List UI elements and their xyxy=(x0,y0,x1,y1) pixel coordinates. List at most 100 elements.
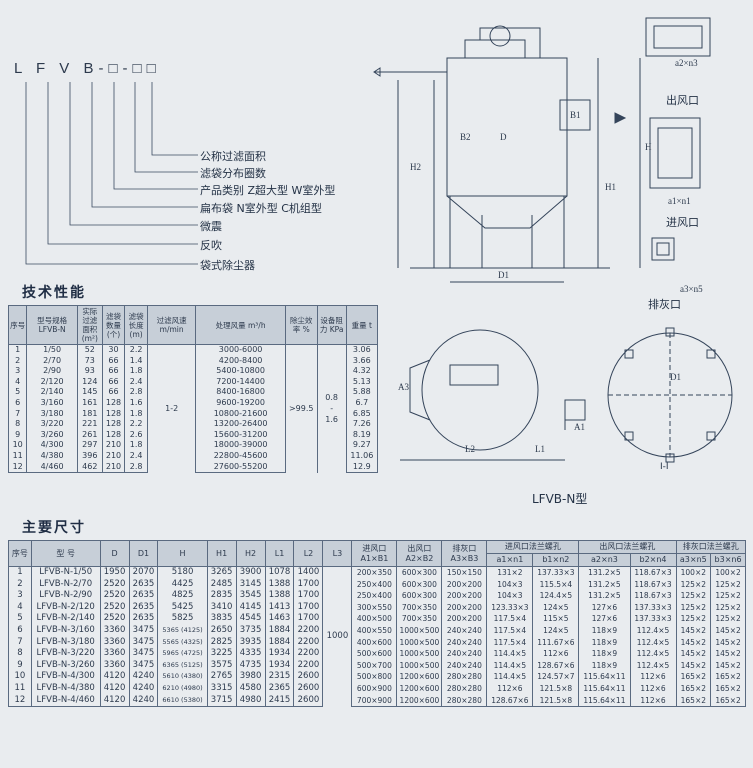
tech-cell: 8 xyxy=(7,419,28,430)
dims-cell: 145×2 xyxy=(675,659,712,672)
dims-cell: 4120 xyxy=(99,682,130,695)
dims-cell: 131.2×5 xyxy=(578,566,631,579)
tech-cell: 7.26 xyxy=(345,419,379,430)
dims-cell: 112×6 xyxy=(532,648,580,660)
dims-cell: 4 xyxy=(8,601,32,614)
svg-text:L1: L1 xyxy=(535,444,545,454)
tech-cell: 128 xyxy=(101,408,126,420)
dims-cell: 118×9 xyxy=(578,648,631,660)
dims-cell: 118×9 xyxy=(578,636,631,649)
tech-cell: 18000-39000 xyxy=(195,440,286,451)
dims-cell: 124×5 xyxy=(532,624,580,637)
tech-cell: 66 xyxy=(101,366,126,377)
tech-header: 设备阻力 KPa xyxy=(316,305,347,345)
dims-cell: 200×350 xyxy=(351,566,398,579)
resistance-cell: 0.8-1.6 xyxy=(316,344,347,473)
dims-cell: LFVB-N-3/180 xyxy=(30,636,101,649)
inlet-label: 进风口 xyxy=(666,216,699,229)
dims-header: b2×n4 xyxy=(629,553,677,567)
dims-cell: 112×6 xyxy=(629,671,677,683)
dims-cell: 2635 xyxy=(128,578,159,591)
speed-cell: 1-2 xyxy=(146,344,197,473)
dims-cell: 112.4×5 xyxy=(629,624,677,637)
dims-cell: 124×5 xyxy=(532,601,580,614)
tech-cell: 128 xyxy=(101,429,126,441)
svg-text:D: D xyxy=(500,132,507,142)
dims-cell: 114.4×5 xyxy=(486,659,534,672)
section-label: I-I xyxy=(660,462,669,472)
tech-cell: 5400-10800 xyxy=(195,366,286,377)
dims-cell: LFVB-N-2/70 xyxy=(30,578,101,591)
dims-header: 排灰口 A3×B3 xyxy=(441,540,488,567)
efficiency-cell: >99.5 xyxy=(284,344,318,473)
dims-cell: 100×2 xyxy=(710,566,746,579)
tech-cell: 13200-26400 xyxy=(195,419,286,430)
dims-cell: 2635 xyxy=(128,590,159,602)
dims-title: 主要尺寸 xyxy=(22,520,86,536)
dims-header: H2 xyxy=(235,540,266,567)
dims-cell: 280×280 xyxy=(441,671,488,683)
dims-cell: 2635 xyxy=(128,601,159,614)
dims-cell: 1200×600 xyxy=(396,694,443,708)
dims-cell: 250×400 xyxy=(351,578,398,591)
svg-text:A3: A3 xyxy=(398,382,409,392)
tech-cell: 210 xyxy=(101,440,126,451)
tech-cell: 462 xyxy=(76,461,103,474)
dims-header: H1 xyxy=(206,540,237,567)
tech-cell: 2.4 xyxy=(124,376,148,388)
tech-cell: 9 xyxy=(7,429,28,441)
dims-cell: 2520 xyxy=(99,590,130,602)
dims-cell: 4580 xyxy=(235,682,266,695)
dims-cell: 6210 (4980) xyxy=(157,682,208,695)
tech-cell: 73 xyxy=(76,355,103,367)
dims-cell: 125×2 xyxy=(710,578,746,591)
dims-cell: 2635 xyxy=(128,613,159,625)
dims-cell: 3360 xyxy=(99,659,130,672)
tech-cell: 15600-31200 xyxy=(195,429,286,441)
tech-cell: 66 xyxy=(101,355,126,367)
dims-cell: 1078 xyxy=(264,566,295,579)
dims-cell: 2365 xyxy=(264,682,295,695)
dims-cell: 112×6 xyxy=(629,694,677,708)
dims-cell: 125×2 xyxy=(710,613,746,625)
l3-cell: 1000 xyxy=(322,566,353,707)
dims-cell: 200×200 xyxy=(441,590,488,602)
dims-cell: 4545 xyxy=(235,613,266,625)
dims-cell: 3410 xyxy=(206,601,237,614)
tech-cell: 2/140 xyxy=(26,387,78,398)
tech-cell: 124 xyxy=(76,376,103,388)
dims-table: 序号 型 号 D D1 H H1 H2 L1 L2 L3 进风口 A1×B1 出… xyxy=(8,540,746,708)
dims-cell: 112.4×5 xyxy=(629,659,677,672)
tech-cell: 128 xyxy=(101,419,126,430)
tech-cell: 8.19 xyxy=(345,429,379,441)
tech-cell: 4/380 xyxy=(26,450,78,462)
tech-cell: 2.8 xyxy=(124,461,148,474)
key-label-7: 袋式除尘器 xyxy=(200,259,255,272)
dims-cell: 104×3 xyxy=(486,590,534,602)
dims-cell: 3575 xyxy=(206,659,237,672)
dims-cell: 3980 xyxy=(235,671,266,683)
dims-cell: 8 xyxy=(8,648,32,660)
main-body-outline xyxy=(446,57,568,197)
tech-cell: 2.2 xyxy=(124,344,148,356)
dims-cell: 165×2 xyxy=(710,694,746,708)
outlet-flange-drawing xyxy=(645,17,711,57)
dims-cell: LFVB-N-2/90 xyxy=(30,590,101,602)
svg-text:a3×n5: a3×n5 xyxy=(680,284,703,294)
model-caption: LFVB-N型 xyxy=(532,492,588,506)
dims-cell: 112.4×5 xyxy=(629,636,677,649)
dims-cell: LFVB-N-4/300 xyxy=(30,671,101,683)
dims-cell: 112×6 xyxy=(629,682,677,695)
dims-cell: 123.33×3 xyxy=(486,601,534,614)
tech-cell: 10 xyxy=(7,440,28,451)
tech-cell: 9600-19200 xyxy=(195,397,286,409)
tech-cell: 8400-16800 xyxy=(195,387,286,398)
dims-cell: 145×2 xyxy=(675,648,712,660)
dims-cell: 124.4×5 xyxy=(532,590,580,602)
dims-cell: 115×5 xyxy=(532,613,580,625)
dims-cell: LFVB-N-1/50 xyxy=(30,566,101,579)
